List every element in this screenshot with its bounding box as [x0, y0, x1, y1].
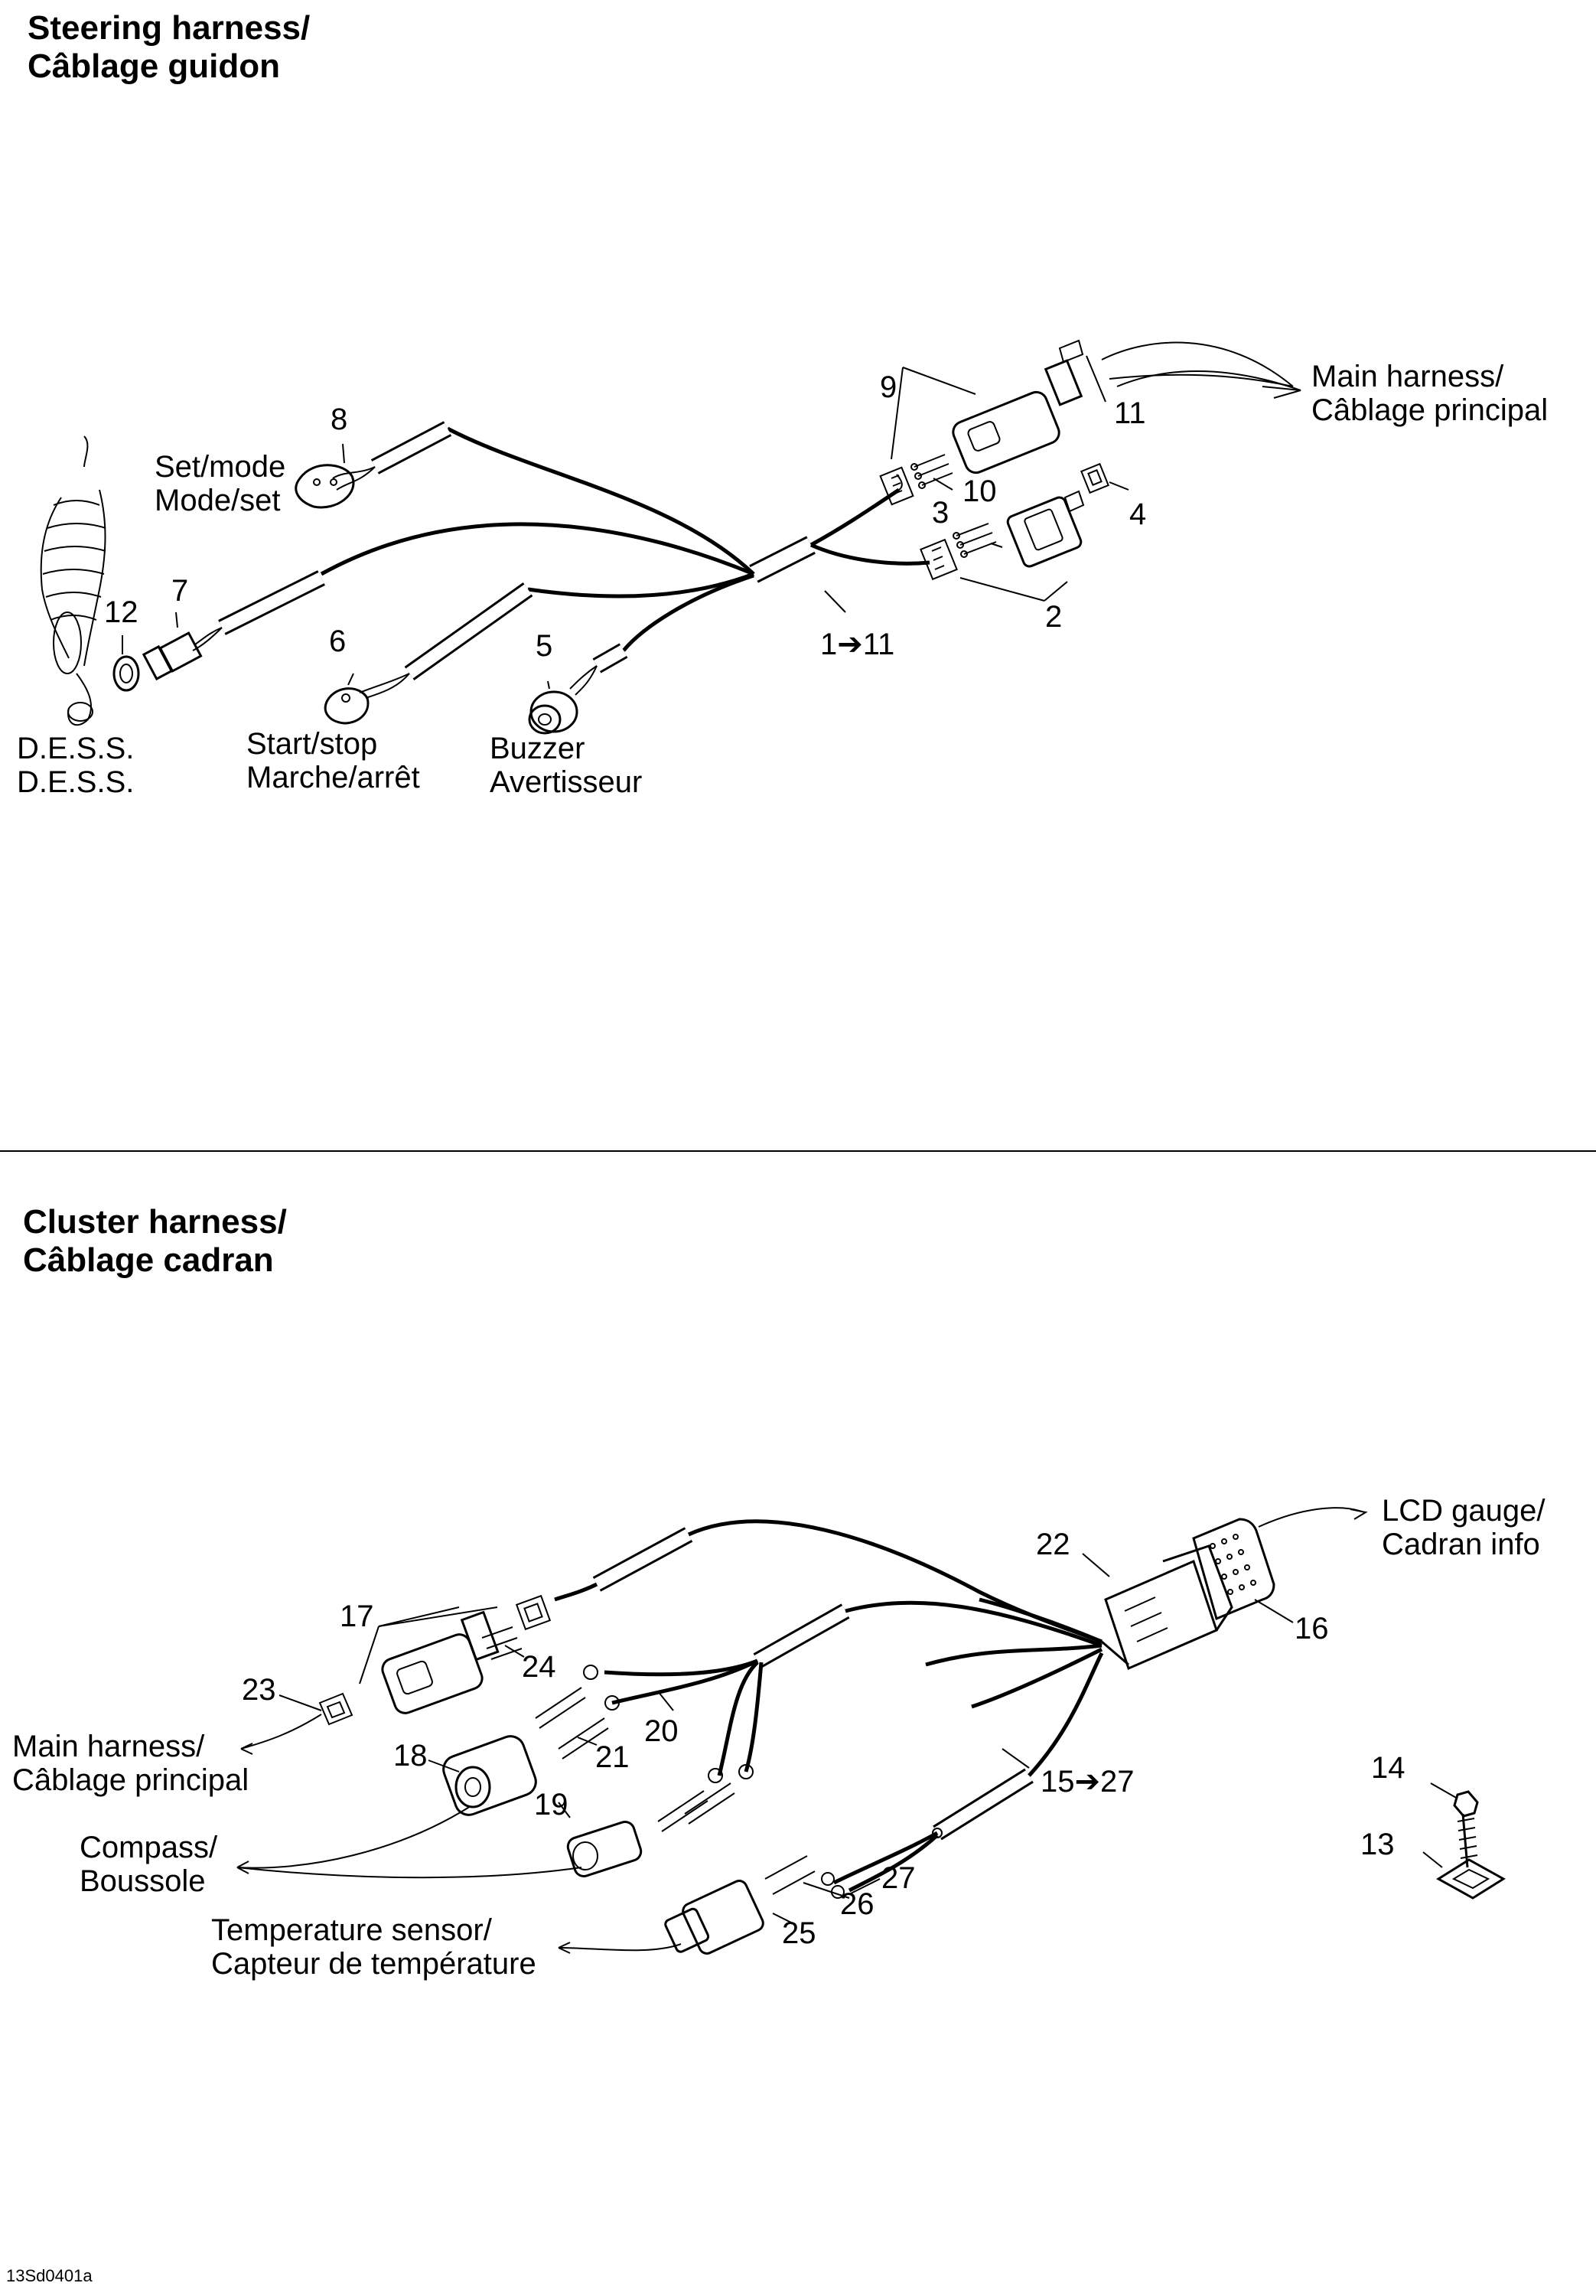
screw-14 [1453, 1790, 1479, 1868]
connector-19 [566, 1820, 643, 1878]
buzzer [528, 643, 628, 735]
callout-4: 4 [1129, 497, 1147, 531]
connector-2-seal [920, 538, 958, 581]
label-buzzer: Buzzer Avertisseur [490, 732, 643, 799]
pins-10 [910, 454, 953, 489]
callout-26: 26 [840, 1887, 875, 1921]
cluster-trunk [925, 1597, 1103, 1709]
callout-27: 27 [881, 1861, 916, 1895]
steering-section-title: Steering harness/ Câblage guidon [28, 9, 310, 86]
label-main-harness-bottom: Main harness/ Câblage principal [12, 1730, 249, 1797]
steering-title-fr: Câblage guidon [28, 47, 280, 85]
callout-2: 2 [1045, 600, 1063, 634]
callout-20: 20 [644, 1714, 679, 1748]
callout-3: 3 [932, 496, 949, 530]
callout-16: 16 [1295, 1612, 1329, 1645]
callout-7: 7 [171, 574, 189, 608]
callout-14: 14 [1371, 1751, 1405, 1785]
dess-post [112, 570, 325, 692]
steering-title-en: Steering harness/ [28, 9, 311, 47]
mid-sleeve [604, 1600, 1103, 1776]
cluster-title-en: Cluster harness/ [23, 1203, 287, 1241]
connector-2-receptacle [1006, 490, 1085, 568]
harness-trunk-sleeve [749, 536, 816, 583]
dess-lanyard [40, 435, 106, 726]
leaders-top [122, 341, 1301, 690]
callout-13: 13 [1360, 1828, 1395, 1861]
callout-5: 5 [536, 629, 553, 663]
label-dess: D.E.S.S. D.E.S.S. [17, 732, 135, 799]
cluster-title-fr: Câblage cadran [23, 1241, 274, 1279]
callout-25: 25 [782, 1916, 816, 1950]
callout-11: 11 [1114, 396, 1146, 430]
terminals-21 [535, 1687, 735, 1832]
connector-22 [1101, 1544, 1233, 1671]
callout-12: 12 [104, 595, 138, 629]
lock-4 [1080, 462, 1109, 494]
connector-25 [664, 1880, 764, 1955]
connector-17-seal [515, 1594, 552, 1631]
callout-23: 23 [242, 1673, 276, 1707]
lcd-sleeve [554, 1519, 1103, 1644]
connector-9-seal [879, 466, 914, 506]
callout-17: 17 [340, 1600, 374, 1633]
callout-19: 19 [534, 1788, 568, 1821]
start-stop-switch [324, 582, 533, 725]
callout-1-11: 1➔11 [820, 628, 895, 661]
leaders-bottom [236, 1507, 1458, 1954]
callout-8: 8 [331, 403, 348, 436]
callout-6: 6 [329, 625, 347, 658]
connector-9-plug [952, 359, 1083, 475]
connector-16 [1192, 1518, 1275, 1621]
terminals-26 [764, 1855, 816, 1895]
clip-13 [1436, 1858, 1506, 1900]
callout-22: 22 [1036, 1528, 1070, 1561]
lock-23 [318, 1692, 353, 1726]
label-set-mode: Set/mode Mode/set [155, 450, 286, 517]
pins-3 [953, 523, 997, 558]
lower-sleeve [832, 1652, 1104, 1893]
callout-24: 24 [522, 1650, 556, 1684]
label-lcd-gauge: LCD gauge/ Cadran info [1382, 1494, 1546, 1561]
callout-18: 18 [393, 1739, 428, 1773]
callout-21: 21 [595, 1740, 630, 1774]
callout-9: 9 [880, 370, 897, 404]
pins-24 [481, 1626, 523, 1660]
connector-17 [381, 1610, 500, 1714]
label-compass: Compass/ Boussole [80, 1831, 218, 1898]
connector-18 [442, 1735, 537, 1816]
label-temp-sensor: Temperature sensor/ Capteur de températu… [211, 1913, 536, 1981]
cluster-section-title: Cluster harness/ Câblage cadran [23, 1203, 287, 1280]
label-main-harness-top: Main harness/ Câblage principal [1311, 360, 1549, 427]
callout-15-27: 15➔27 [1041, 1765, 1135, 1799]
lock-11 [1058, 339, 1084, 364]
set-mode-switch [295, 421, 452, 509]
terminals-20 [583, 1665, 754, 1783]
drawing-code: 13Sd0401a [6, 2266, 93, 2285]
label-start-stop: Start/stop Marche/arrêt [246, 727, 420, 794]
callout-10: 10 [962, 475, 997, 508]
